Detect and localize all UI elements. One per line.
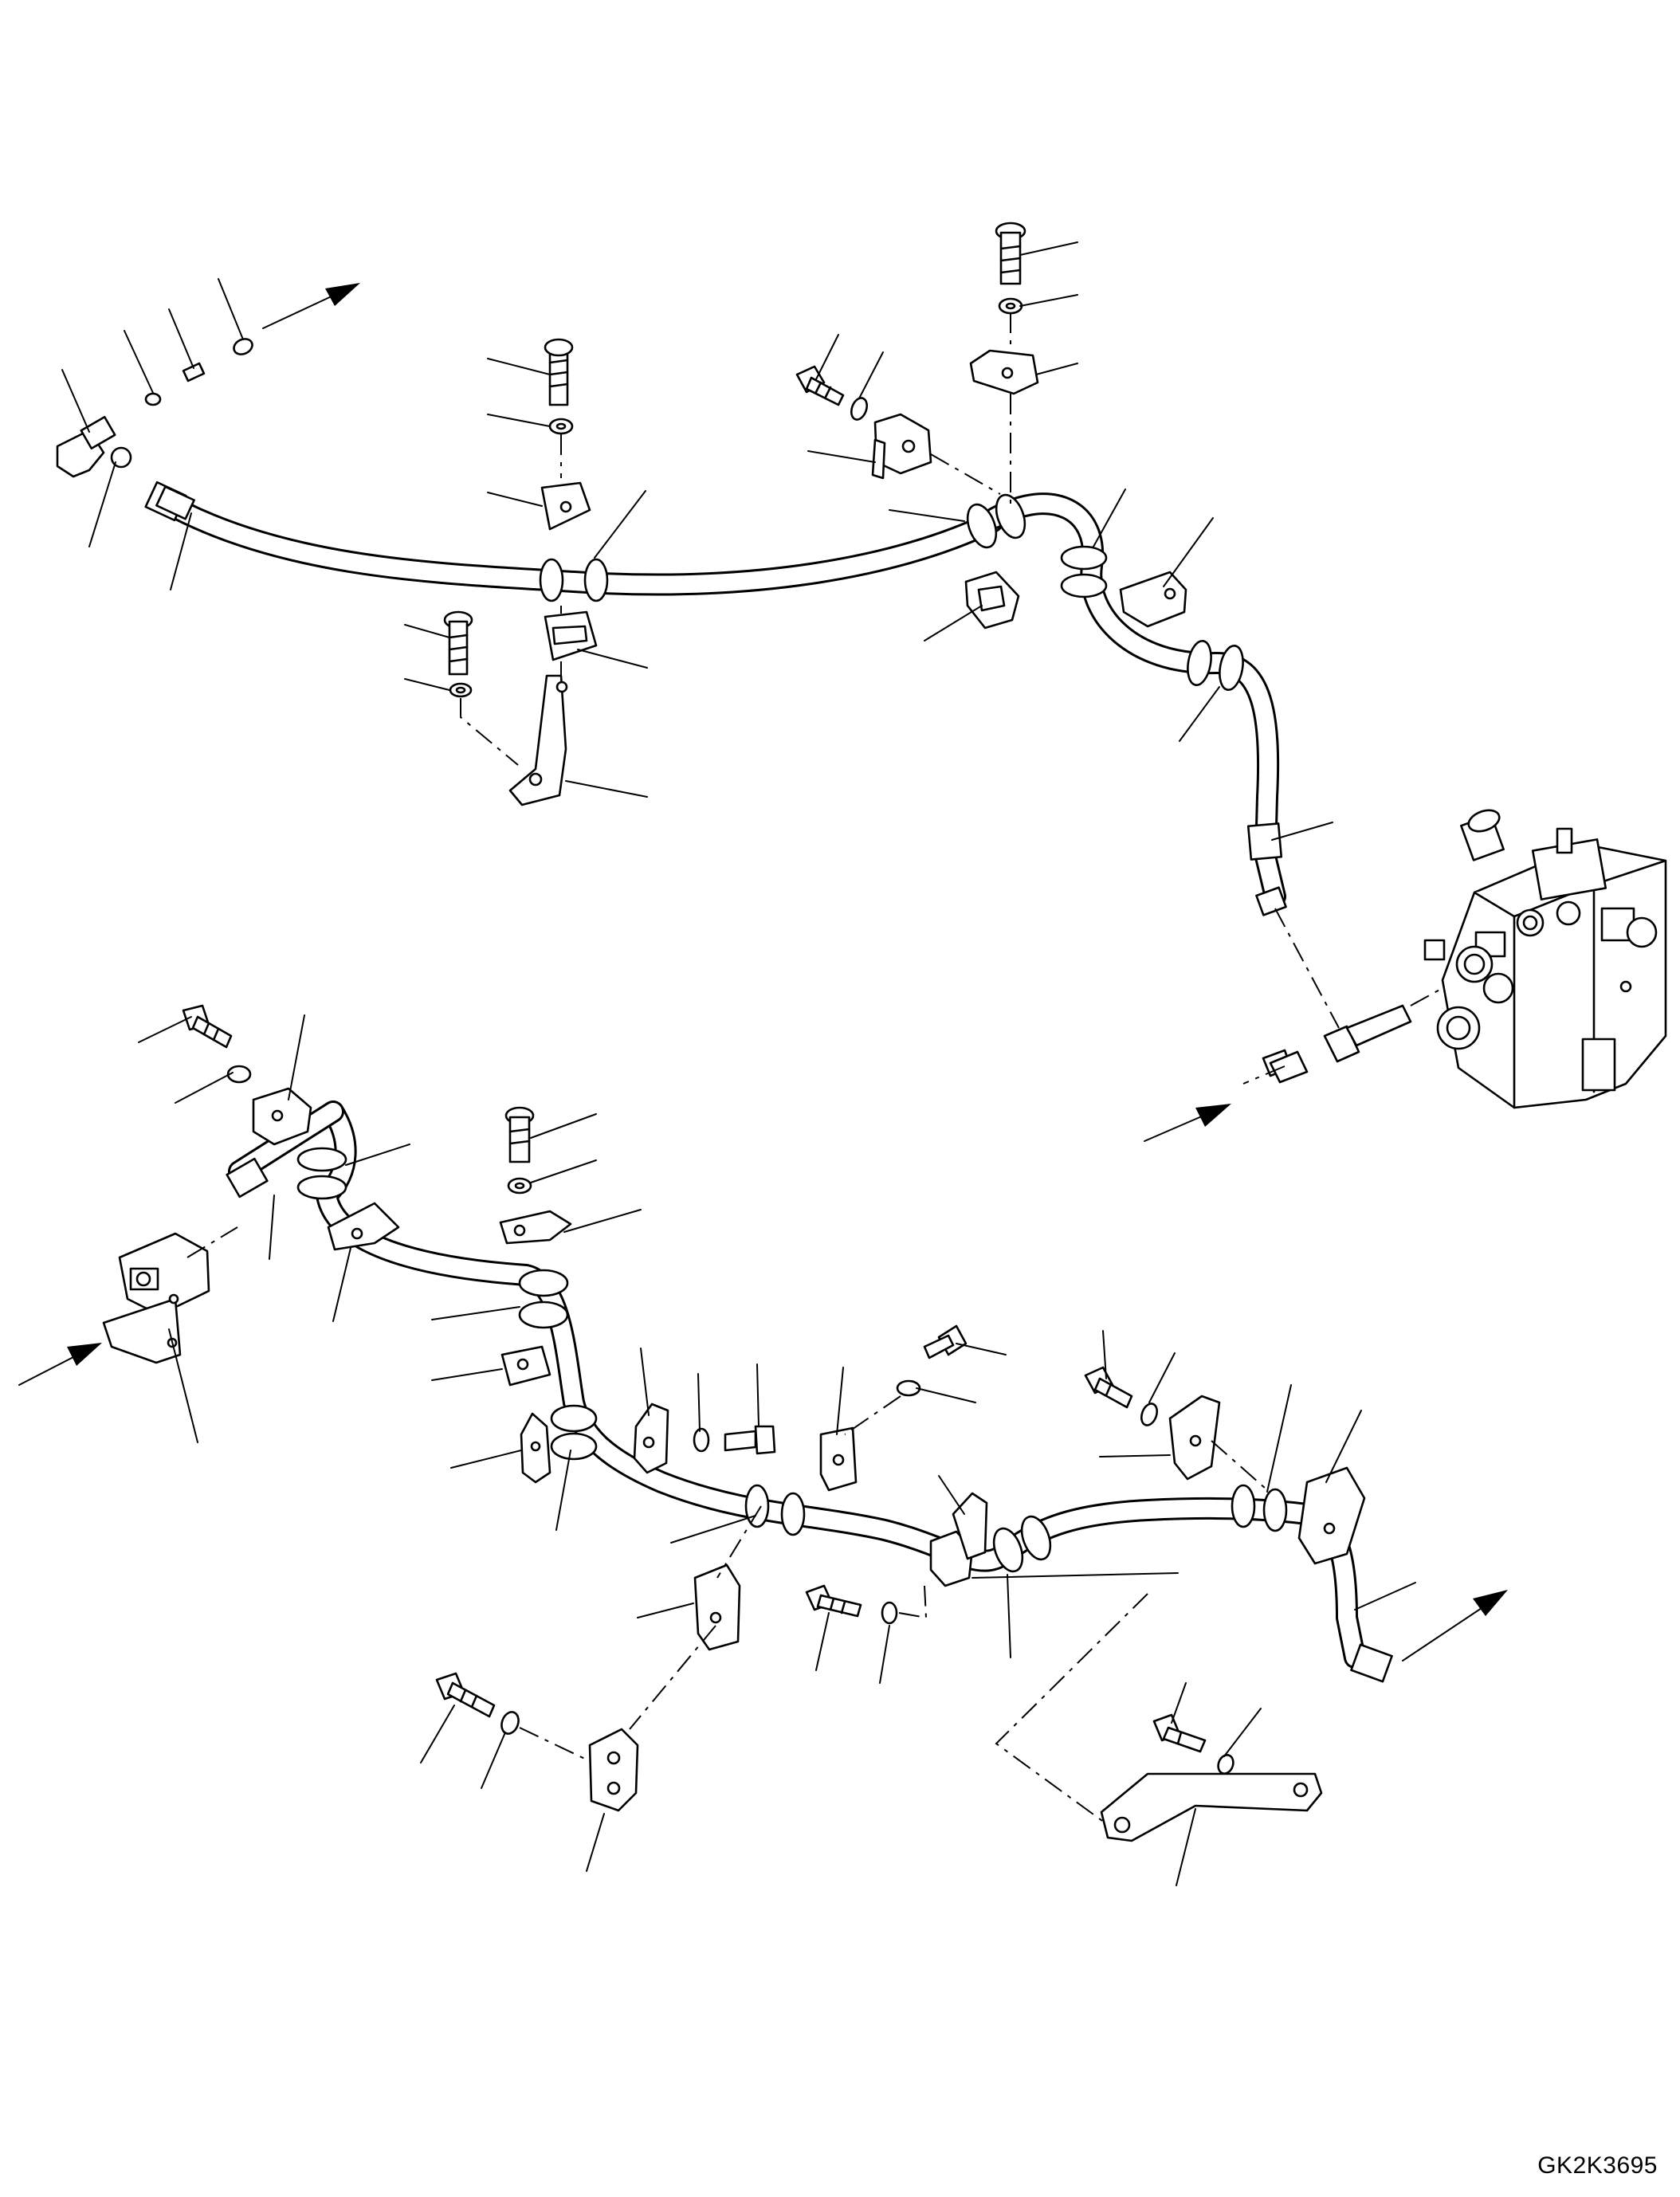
bolt-lower-upper-left (182, 1004, 312, 1146)
bolt-lower-mid (844, 1324, 968, 1435)
flow-arrow-lower-left (18, 1343, 102, 1386)
elbow-fitting (56, 415, 132, 478)
bolt-upper-mid (795, 365, 869, 421)
upper-hose (144, 481, 1287, 916)
bolt-lower-right (1084, 1366, 1266, 1489)
leader-lines (61, 241, 1416, 1886)
upper-grommet-4 (1187, 640, 1244, 691)
clip-lower-mid-2 (819, 1426, 858, 1492)
clip-lower-left-2 (520, 1412, 551, 1484)
bolt-lower-bottom-left (435, 1672, 591, 1762)
valve-fitting (1262, 908, 1443, 1084)
upper-grommet-3 (1060, 545, 1108, 598)
upper-grommet-1 (539, 558, 609, 602)
flow-arrow-upper-left (262, 283, 360, 329)
bracket-right-upper (1119, 571, 1187, 628)
bolt-long-bracket (1152, 1713, 1234, 1775)
lower-grommet-2 (518, 1269, 569, 1329)
lower-grommet-5 (992, 1515, 1052, 1573)
bracket-long-lower (995, 1593, 1323, 1842)
o-ring-a (144, 392, 162, 406)
clip-lower-mid-1 (633, 1403, 776, 1474)
plug-a (182, 362, 206, 383)
lower-grommet-3 (550, 1404, 598, 1461)
bracket-lower-right (1297, 1466, 1366, 1565)
bolt-lower-bottom-mid (805, 1584, 928, 1625)
clip-lower-mid-3 (929, 1492, 988, 1587)
clip-lower-bottom (629, 1505, 762, 1730)
o-ring-b (233, 338, 253, 355)
lower-grommet-1 (296, 1147, 347, 1200)
lower-grommet-6 (1231, 1484, 1288, 1532)
clip-upper-mid (871, 413, 1001, 495)
clamp-under-center (500, 1345, 551, 1387)
small-valve-block (102, 1226, 238, 1364)
clamp-lower-left (544, 606, 598, 661)
bolt-lower-left (443, 610, 473, 698)
clamp-lower-left-grommet (327, 1202, 400, 1251)
flow-arrow-lower-right (1402, 1590, 1508, 1661)
plate-lower-bottom (588, 1728, 639, 1812)
clamp-stack-left (540, 338, 591, 531)
bolt-upper-right (969, 222, 1039, 510)
clamp-under-upper-right (964, 571, 1020, 630)
control-valve (1423, 809, 1667, 1109)
drawing-code: GK2K3695 (1537, 2152, 1658, 2179)
bracket-upper-left (460, 661, 568, 806)
upper-grommet-2 (966, 493, 1026, 549)
flow-arrow-valve (1144, 1065, 1286, 1142)
bolt-stack-center (499, 1106, 572, 1245)
